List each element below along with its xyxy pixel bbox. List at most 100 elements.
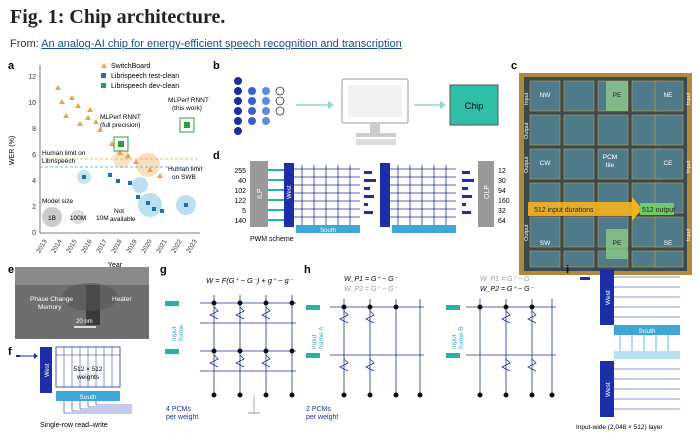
i-south-1: South [639,328,656,335]
source-article-link[interactable]: An analog-AI chip for energy-efficient s… [41,38,402,50]
d-output: 64 [498,218,506,225]
a-xtick: 2013 [35,238,48,254]
d-output: 30 [498,178,506,185]
c-tile-sw: SW [540,240,551,247]
panel-b-label: b [213,60,220,72]
a-legend: SwitchBoard Librispeech test-clean Libri… [101,63,179,90]
a-size-1b: 1B [48,215,56,222]
d-pwm: PWM scheme [250,236,294,243]
c-io: Input [686,92,692,105]
b-chip [449,84,499,126]
h-eq-2: W_P2 = G⁺ − G⁻ [344,286,399,293]
panel-f-label: f [8,346,12,358]
g-equation: W = F(G⁺ − G⁻) + g⁺ − g⁻ [206,276,294,285]
a-switchboard-points [55,85,163,178]
c-io: Input [686,160,692,173]
h-eq-3: W_P1 = G⁺ − G⁻ [480,276,535,283]
h-eq-1: W_P1 = G⁺ − G⁻ [344,276,399,283]
i-caption: Input-wide (2,048 × 512) layer [576,424,663,431]
c-tile-se: SE [664,240,673,247]
g-input: Inputframe [171,324,185,341]
d-olp: OLP [484,185,491,199]
f-west: West [45,363,51,377]
c-tile-ne: NE [663,92,673,99]
panel-a-label: a [8,60,15,72]
d-input: 40 [238,178,246,185]
a-size-100m: 100M [70,215,86,222]
g-circuit [200,295,296,395]
d-array2 [390,165,456,225]
h-circuit-a [330,299,424,395]
panel-g-label: g [160,264,167,276]
c-io: Output [524,224,530,241]
a-mlperf-full: MLPerf RNNT(full precision) [100,114,141,129]
e-heater: Heater [112,296,132,303]
a-ytick: 4 [32,178,36,185]
a-xtick: 2021 [155,238,168,254]
a-xtick: 2023 [185,238,198,254]
b-chip-label: Chip [465,101,484,111]
panel-a: a 0 2 4 6 8 10 12 WER (%) 2013 2014 2015… [8,60,209,269]
panel-d: d 255 40 102 122 5 140 ILP West South [213,150,510,243]
a-yticks: 0 2 4 6 8 10 12 [28,74,36,237]
legend-switchboard: SwitchBoard [111,63,150,70]
c-tile-cw: CW [540,160,552,167]
a-ytick: 8 [32,126,36,133]
source-prefix: From: [10,38,42,50]
a-ytick: 10 [28,100,36,107]
c-tile-pe-top: PE [613,92,622,99]
c-io: Input [686,228,692,241]
d-output: 94 [498,188,506,195]
d-output: 160 [498,198,510,205]
f-caption: Single-row read–write [40,422,108,429]
a-xtick: 2016 [80,238,93,254]
panel-b: b Chip [213,60,499,145]
a-xlabel: Year [108,262,123,269]
a-size-10m: 10M [96,215,109,222]
a-ytick: 2 [32,204,36,211]
c-tile-ce: CE [663,160,673,167]
a-xtick: 2015 [65,238,78,254]
a-xtick: 2020 [140,238,153,254]
a-xtick: 2019 [125,238,138,254]
h-circuit-b [466,299,556,395]
c-tile-pe-bottom: PE [613,240,622,247]
panel-e-label: e [8,264,14,276]
c-input-arrow [528,202,632,216]
panel-h-label: h [304,264,311,276]
d-ilp: ILP [257,188,264,199]
a-xtick: 2017 [95,238,108,254]
legend-libri-test: Librispeech test-clean [111,73,179,80]
i-south-box-1 [614,325,680,335]
h-eq-4: W_P2 = G⁺ − G⁻ [480,286,535,293]
d-south-box [296,225,360,233]
d-input: 5 [242,208,246,215]
i-west-1: West [605,290,612,305]
d-west-box [284,163,294,227]
panel-d-label: d [213,150,220,162]
d-west-box2 [380,163,390,227]
d-output: 12 [498,168,506,175]
a-ytick: 6 [32,152,36,159]
h-input-b: Inputframe B [451,326,465,349]
d-input: 122 [234,198,246,205]
i-west-box-2 [600,361,614,417]
d-input: 102 [234,188,246,195]
c-io: Input [524,92,530,105]
a-xtick: 2022 [170,238,183,254]
b-network [234,77,285,135]
c-io: Output [524,156,530,173]
i-west-2: West [605,382,612,397]
d-south: South [320,228,336,234]
legend-libri-dev: Librispeech dev-clean [111,83,179,90]
f-south: South [80,394,97,401]
a-xtick: 2018 [110,238,123,254]
